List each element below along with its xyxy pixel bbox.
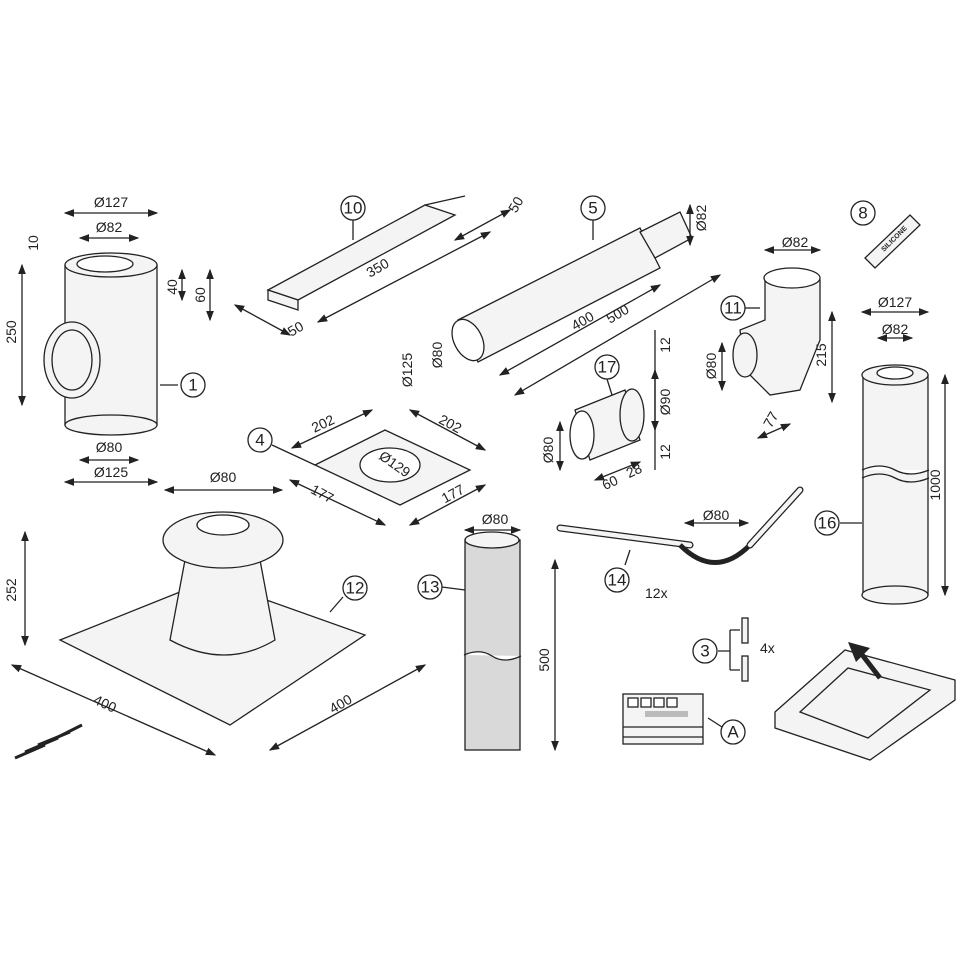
dim-177: 177 (308, 481, 336, 506)
dim-diameter-80: Ø80 (540, 437, 556, 464)
dim-diameter-127: Ø127 (878, 294, 912, 310)
callout-11: 11 (724, 299, 742, 318)
dim-diameter-80: Ø80 (482, 511, 509, 527)
part-a-data-label: A (622, 693, 746, 745)
part-4-wall-plate: 202 202 Ø129 177 177 4 (247, 409, 487, 526)
dim-1000: 1000 (927, 469, 943, 500)
dim-10: 10 (25, 235, 41, 251)
callout-a: A (727, 723, 739, 742)
callout-1: 1 (188, 376, 197, 395)
part-16-pipe-1000: Ø127 Ø82 1000 16 (814, 294, 949, 605)
screw-icon (741, 617, 749, 644)
callout-12: 12 (346, 579, 365, 598)
part-8-silicone-tube: SILICONE 8 (850, 200, 921, 269)
dim-202: 202 (309, 411, 337, 435)
callout-13: 13 (421, 578, 440, 597)
dim-diameter-80: Ø80 (210, 469, 237, 485)
dim-diameter-80: Ø80 (96, 439, 123, 455)
dim-12: 12 (657, 337, 673, 353)
callout-10: 10 (344, 199, 363, 218)
callout-8: 8 (858, 204, 867, 223)
dim-diameter-90: Ø90 (657, 389, 673, 416)
screws-icon (14, 723, 83, 760)
dim-diameter-80: Ø80 (703, 507, 730, 523)
dim-252: 252 (3, 578, 19, 602)
callout-3: 3 (700, 642, 709, 661)
dim-215: 215 (813, 343, 829, 367)
packaging-box (774, 642, 956, 761)
callout-4: 4 (255, 431, 264, 450)
dim-diameter-125: Ø125 (399, 353, 415, 387)
dim-28: 28 (623, 460, 644, 481)
dim-50: 50 (505, 194, 527, 216)
part-10-mounting-rail: 50 350 50 10 (233, 194, 527, 340)
dim-40: 40 (164, 279, 180, 295)
callout-5: 5 (588, 199, 597, 218)
part-3-screws-plugs: 4x 3 (692, 617, 775, 682)
callout-17: 17 (598, 358, 617, 377)
dim-177: 177 (439, 481, 467, 506)
dim-diameter-82: Ø82 (882, 321, 909, 337)
dim-12: 12 (657, 444, 673, 460)
part-11-elbow: Ø82 Ø80 215 77 11 (703, 234, 836, 439)
part-17-adapter: 12 Ø90 12 Ø80 60 28 17 (540, 330, 673, 493)
dim-400: 400 (91, 691, 119, 715)
quantity-12x: 12x (645, 585, 668, 601)
dim-diameter-127: Ø127 (94, 194, 128, 210)
dim-diameter-82: Ø82 (782, 234, 809, 250)
callout-16: 16 (818, 514, 837, 533)
callout-14: 14 (608, 571, 627, 590)
dim-400: 400 (326, 691, 354, 717)
dim-202: 202 (436, 411, 464, 436)
part-1-inspection-tee: Ø127 Ø82 10 40 60 250 Ø80 Ø125 1 (3, 194, 214, 486)
dim-diameter-82: Ø82 (96, 219, 123, 235)
part-5-concentric-pipe: Ø82 400 500 Ø125 Ø80 5 (399, 195, 722, 396)
dim-500: 500 (536, 648, 552, 672)
dim-50: 50 (285, 318, 307, 340)
dim-77: 77 (760, 409, 782, 431)
part-14-pipe-clip: Ø80 12x 14 (556, 486, 804, 601)
arrow-up-icon (848, 642, 870, 662)
dim-250: 250 (3, 320, 19, 344)
dim-diameter-80: Ø80 (429, 342, 445, 369)
part-13-flexible-pipe: Ø80 500 13 (417, 511, 559, 752)
dim-60: 60 (192, 287, 208, 303)
wall-plug-icon (741, 655, 749, 682)
part-12-roof-flashing: Ø80 252 400 400 12 (3, 469, 427, 760)
dim-60: 60 (599, 472, 620, 493)
dim-diameter-82: Ø82 (693, 205, 709, 232)
dim-500: 500 (603, 301, 631, 327)
dim-diameter-80: Ø80 (703, 353, 719, 380)
dim-diameter-125: Ø125 (94, 464, 128, 480)
quantity-4x: 4x (760, 640, 775, 656)
